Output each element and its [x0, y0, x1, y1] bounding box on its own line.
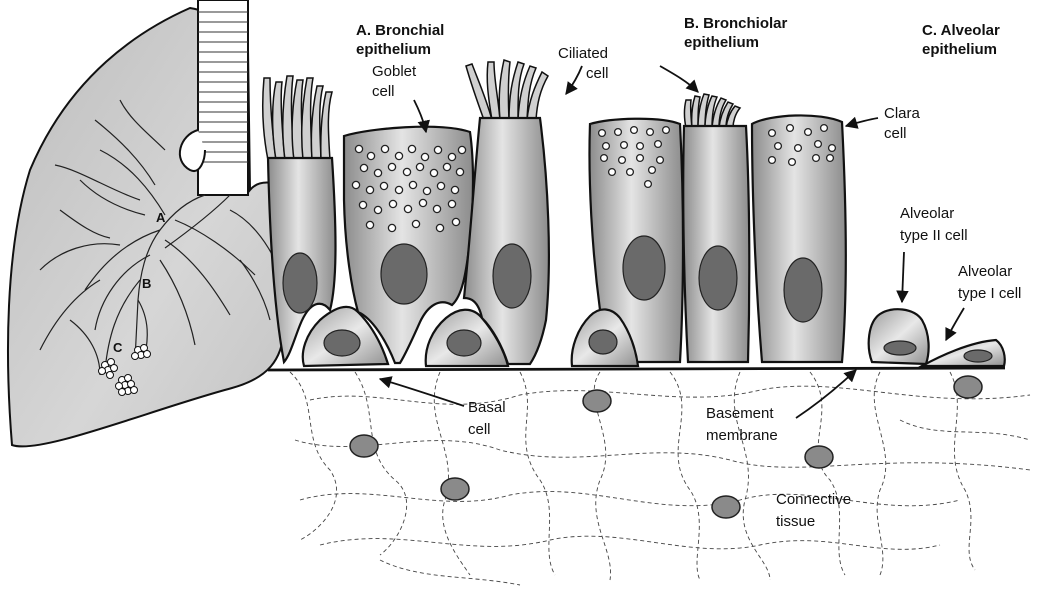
basement-membrane-line: [268, 368, 1005, 370]
label-basement-line1: Basement: [706, 405, 774, 422]
label-ciliated: Ciliated cell: [558, 45, 612, 82]
alveolar-type-i-cell: [922, 340, 1005, 366]
header-alveolar-line2: epithelium: [922, 41, 997, 58]
label-connective-line2: tissue: [776, 513, 815, 530]
header-bronchial-line2: epithelium: [356, 41, 431, 58]
bronchiolar-epithelium: [572, 94, 846, 366]
header-bronchiolar: B. Bronchiolar epithelium: [684, 15, 792, 51]
label-ciliated-line2: cell: [586, 65, 609, 82]
section-headers: A. Bronchial epithelium B. Bronchiolar e…: [356, 15, 1004, 58]
label-type-ii: Alveolar type II cell: [900, 205, 968, 244]
bronchial-epithelium: [263, 60, 549, 366]
label-basement: Basement membrane: [706, 405, 778, 444]
label-goblet-line2: cell: [372, 83, 395, 100]
label-clara: Clara cell: [884, 105, 924, 142]
header-bronchial: A. Bronchial epithelium: [356, 22, 449, 58]
header-bronchiolar-line1: B. Bronchiolar: [684, 15, 788, 32]
ciliated-cell: [683, 94, 749, 362]
label-basement-line2: membrane: [706, 427, 778, 444]
header-alveolar-line1: C. Alveolar: [922, 22, 1000, 39]
connective-tissue-cells: [350, 376, 982, 518]
alveolar-epithelium: [869, 309, 1005, 366]
label-basal: Basal cell: [468, 399, 510, 438]
label-type-ii-line1: Alveolar: [900, 205, 954, 222]
header-alveolar: C. Alveolar epithelium: [922, 22, 1004, 58]
connective-tissue-fibers: [290, 372, 1030, 585]
label-connective: Connective tissue: [776, 491, 855, 530]
alveolar-type-ii-cell: [869, 309, 929, 364]
label-type-i: Alveolar type I cell: [958, 263, 1021, 302]
label-type-i-line1: Alveolar: [958, 263, 1012, 280]
clara-cell: [752, 115, 846, 362]
label-clara-line2: cell: [884, 125, 907, 142]
label-goblet-line1: Goblet: [372, 63, 417, 80]
lung-marker-b: B: [142, 276, 151, 291]
header-bronchiolar-line2: epithelium: [684, 34, 759, 51]
label-type-i-line2: type I cell: [958, 285, 1021, 302]
lung-marker-c: C: [113, 340, 123, 355]
label-type-ii-line2: type II cell: [900, 227, 968, 244]
lung-marker-a: A: [156, 210, 166, 225]
lung-illustration: A B C: [8, 0, 286, 446]
label-basal-line2: cell: [468, 421, 491, 438]
label-ciliated-line1: Ciliated: [558, 45, 608, 62]
label-goblet: Goblet cell: [372, 63, 420, 100]
label-basal-line1: Basal: [468, 399, 506, 416]
label-clara-line1: Clara: [884, 105, 921, 122]
label-connective-line1: Connective: [776, 491, 851, 508]
header-bronchial-line1: A. Bronchial: [356, 22, 444, 39]
